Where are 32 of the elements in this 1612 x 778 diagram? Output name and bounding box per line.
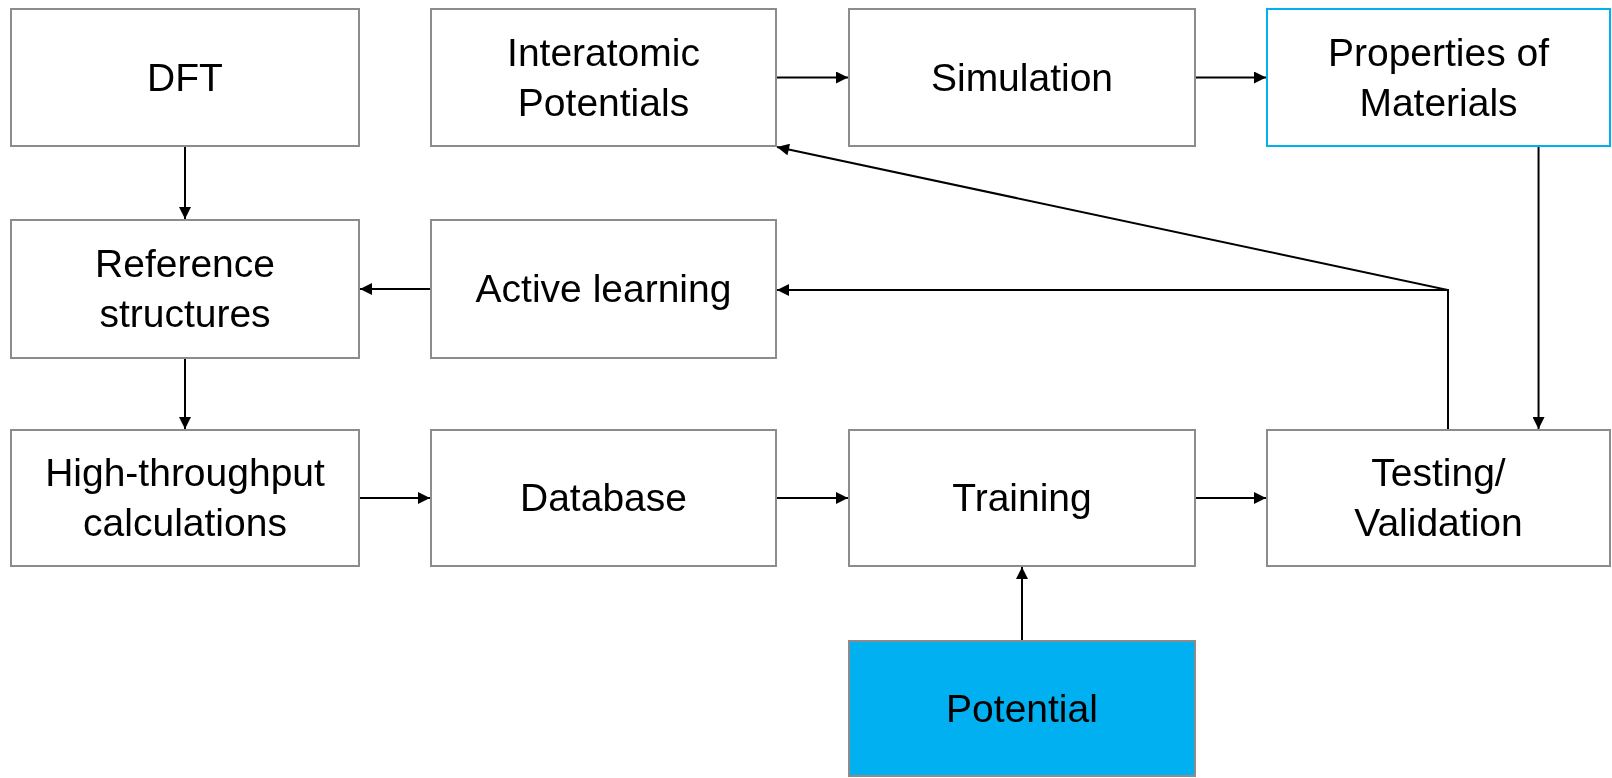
box-label: Testing/ Validation bbox=[1353, 450, 1524, 546]
process-box bbox=[430, 429, 777, 567]
arrow bbox=[1532, 146, 1545, 430]
box-label: Properties of Materials bbox=[1326, 29, 1551, 126]
arrow bbox=[1016, 566, 1028, 641]
arrow bbox=[776, 71, 849, 84]
box-label: Database bbox=[520, 475, 687, 522]
process-box bbox=[10, 219, 360, 359]
process-box bbox=[848, 8, 1196, 147]
box-label: Potential bbox=[946, 685, 1098, 732]
process-box bbox=[848, 640, 1196, 777]
process-box bbox=[1266, 429, 1611, 567]
process-box bbox=[430, 219, 777, 359]
arrow bbox=[179, 146, 191, 220]
arrow bbox=[179, 358, 191, 430]
arrow bbox=[1195, 71, 1267, 84]
box-label: DFT bbox=[147, 54, 223, 101]
process-box bbox=[848, 429, 1196, 567]
box-label: Reference structures bbox=[94, 241, 276, 337]
arrow bbox=[776, 492, 849, 504]
arrow bbox=[359, 283, 431, 295]
box-label: Training bbox=[952, 475, 1092, 522]
process-box bbox=[1266, 8, 1611, 147]
process-box bbox=[10, 8, 360, 147]
arrow bbox=[359, 492, 431, 504]
box-label: Simulation bbox=[930, 54, 1114, 101]
process-box bbox=[430, 8, 777, 147]
box-label: High-throughput calculations bbox=[44, 450, 326, 546]
box-label: Interatomic Potentials bbox=[506, 29, 701, 126]
box-label: Active learning bbox=[475, 266, 732, 313]
process-box bbox=[10, 429, 360, 567]
arrow bbox=[1195, 492, 1267, 504]
